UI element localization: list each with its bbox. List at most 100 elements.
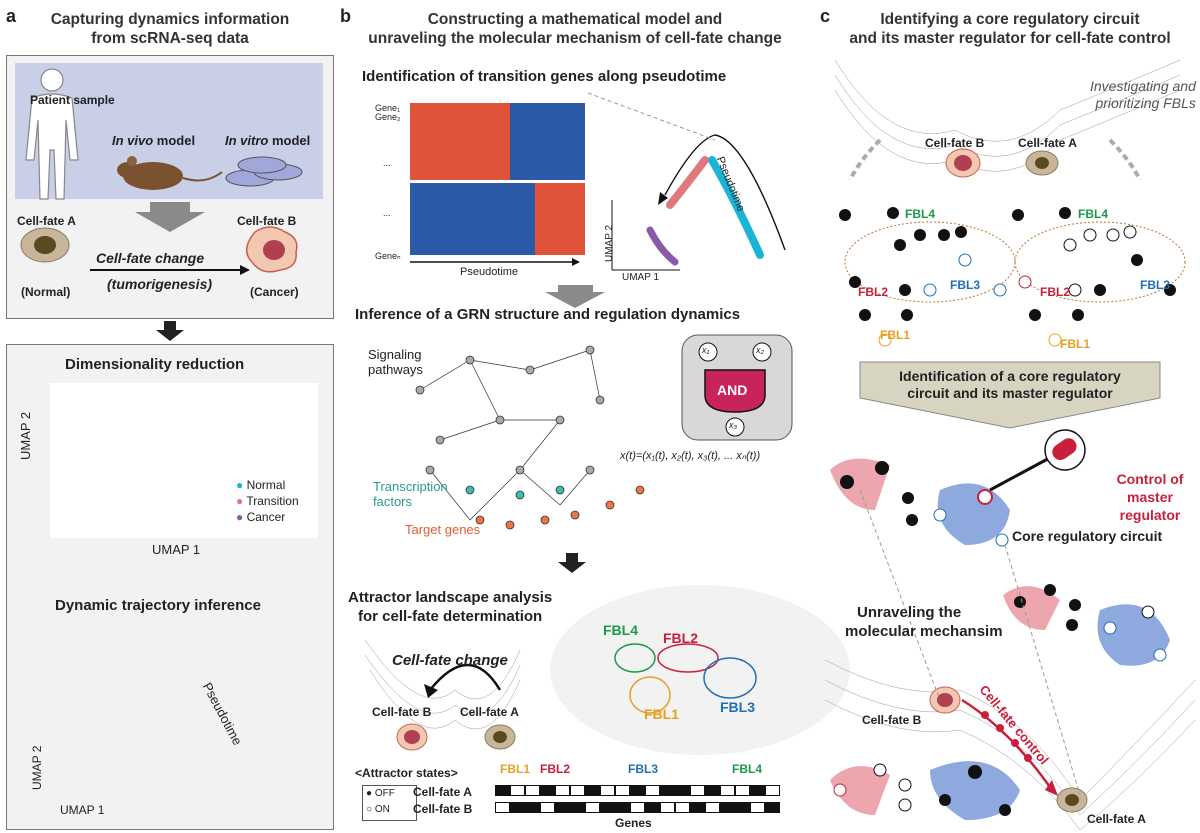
attractor-state-cell <box>645 802 660 813</box>
cell-fate-change-label: Cell-fate change <box>96 250 205 266</box>
umap1-label: UMAP 1 <box>152 542 201 557</box>
fbl4-right: FBL4 <box>1078 207 1108 221</box>
attractor-state-cell <box>570 785 585 796</box>
trajectory-title: Dynamic trajectory inference <box>55 597 261 614</box>
in-vivo-suffix: model <box>153 133 196 148</box>
fbl2-right: FBL2 <box>1040 285 1070 299</box>
legend-label: Cancer <box>246 510 286 524</box>
off-legend-item: ● OFF <box>366 788 395 799</box>
cancer-label: (Cancer) <box>250 285 299 299</box>
bottom-circuit-diagram <box>830 761 1020 820</box>
umap2-inset-label: UMAP 2 <box>604 224 615 262</box>
attractor-state-cell <box>735 785 750 796</box>
normal-cell-icon <box>1056 787 1088 813</box>
panel-a-title-line1: Capturing dynamics information <box>50 11 290 28</box>
control-line1: Control of <box>1116 471 1184 487</box>
bottom-cell-fate-a: Cell-fate A <box>1087 812 1146 826</box>
attractor-state-cell <box>585 802 600 813</box>
tf-label: Transcription factors <box>373 479 448 509</box>
fbl2-left: FBL2 <box>858 285 888 299</box>
core-circuit-label: Core regulatory circuit <box>1012 528 1163 544</box>
unravel-line1: Unraveling the <box>857 604 962 621</box>
control-label: Control of master regulator <box>1100 470 1200 524</box>
umap1-inset-label: UMAP 1 <box>622 272 660 283</box>
heatmap-bottom <box>410 183 585 255</box>
arrow-head-icon <box>1045 780 1058 796</box>
attractor-state-cell <box>525 785 540 796</box>
landscape-c-top <box>834 59 1181 172</box>
panel-letter-a: a <box>6 6 17 26</box>
legend-label: Normal <box>246 478 286 492</box>
attractor-state-cell <box>765 785 780 796</box>
mid-circuit-diagram <box>1003 584 1170 666</box>
attractor-state-cell <box>660 802 675 813</box>
panel-b-title-line1: Constructing a mathematical model and <box>427 11 723 28</box>
dots-label-2: ... <box>383 208 391 218</box>
signaling-label: Signaling pathways <box>368 347 423 377</box>
attractor-states-label: <Attractor states> <box>355 766 458 780</box>
dimred-title: Dimensionality reduction <box>65 356 245 373</box>
in-vitro-label: In vitro model <box>225 133 310 148</box>
panel-b-title-line2: unraveling the molecular mechanism of ce… <box>368 30 782 47</box>
fbl1-right: FBL1 <box>1060 337 1090 351</box>
arrow-head-icon <box>658 192 668 205</box>
grn-target-nodes <box>475 485 645 530</box>
fbl3-right: FBL3 <box>1140 278 1170 292</box>
tf-line1: Transcription <box>373 479 448 494</box>
grn-network <box>419 349 601 521</box>
arrow-head-icon <box>572 258 580 266</box>
attractor-state-cell <box>525 802 540 813</box>
tf-line2: factors <box>373 494 413 509</box>
cell-fate-control-arrow <box>961 698 1054 791</box>
cell-fate-change-arrow <box>429 663 502 691</box>
attractor-state-cell <box>705 785 720 796</box>
panel-c-title: Identifying a core regulatory circuit an… <box>815 10 1200 48</box>
fbl3-label: FBL3 <box>720 699 755 715</box>
dots-label-1: ... <box>383 158 391 168</box>
off-label: OFF <box>374 788 395 799</box>
legend-item-transition: ● Transition <box>236 494 299 508</box>
fbl2-label: FBL2 <box>663 630 698 646</box>
and-label: AND <box>717 382 748 398</box>
attractor-state-cell <box>555 802 570 813</box>
and-gate-icon <box>704 369 766 413</box>
control-trajectory-dots <box>981 711 1032 762</box>
panel-b-title: Constructing a mathematical model and un… <box>340 10 810 48</box>
fbl-network-right <box>1012 207 1186 347</box>
cancer-cell-icon <box>945 148 981 178</box>
legend-item-normal: ● Normal <box>236 478 286 492</box>
bar-fbl1: FBL1 <box>500 762 530 776</box>
attractor-state-cell <box>660 785 675 796</box>
attractor-row-b <box>495 802 780 813</box>
attractor-state-cell <box>600 802 615 813</box>
attractor-state-cell <box>540 785 555 796</box>
identification-banner <box>859 361 1161 429</box>
down-arrow-icon <box>135 202 205 232</box>
normal-cell-icon <box>484 724 516 750</box>
attractor-state-cell <box>495 785 510 796</box>
umap-legend: ● Normal ● Transition ● Cancer <box>236 477 299 525</box>
attractor-state-cell <box>750 802 765 813</box>
genen-label: Geneₙ <box>375 251 401 261</box>
attractor-state-cell <box>510 785 525 796</box>
attractor-state-cell <box>690 802 705 813</box>
fbl2-ring <box>657 643 719 673</box>
x1-label: x₁ <box>702 345 710 355</box>
attractor-state-cell <box>585 785 600 796</box>
investigating-line1: Investigating and <box>1090 78 1196 94</box>
transition-title: Identification of transition genes along… <box>362 68 727 85</box>
bar-fbl4: FBL4 <box>732 762 762 776</box>
legend-label: Transition <box>246 494 299 508</box>
down-arrow-icon <box>156 321 184 341</box>
attractor-state-cell <box>675 802 690 813</box>
trajectory-normal <box>708 156 764 259</box>
attractor-state-cell <box>495 802 510 813</box>
fbl-network-cloud <box>550 585 850 755</box>
attractor-row-a <box>495 785 780 796</box>
patient-sample-label: Patient sample <box>30 93 115 107</box>
arrow-head-icon <box>424 684 438 698</box>
bar-fbl2: FBL2 <box>540 762 570 776</box>
fbl4-left: FBL4 <box>905 207 935 221</box>
tumorigenesis-label: (tumorigenesis) <box>107 276 213 292</box>
